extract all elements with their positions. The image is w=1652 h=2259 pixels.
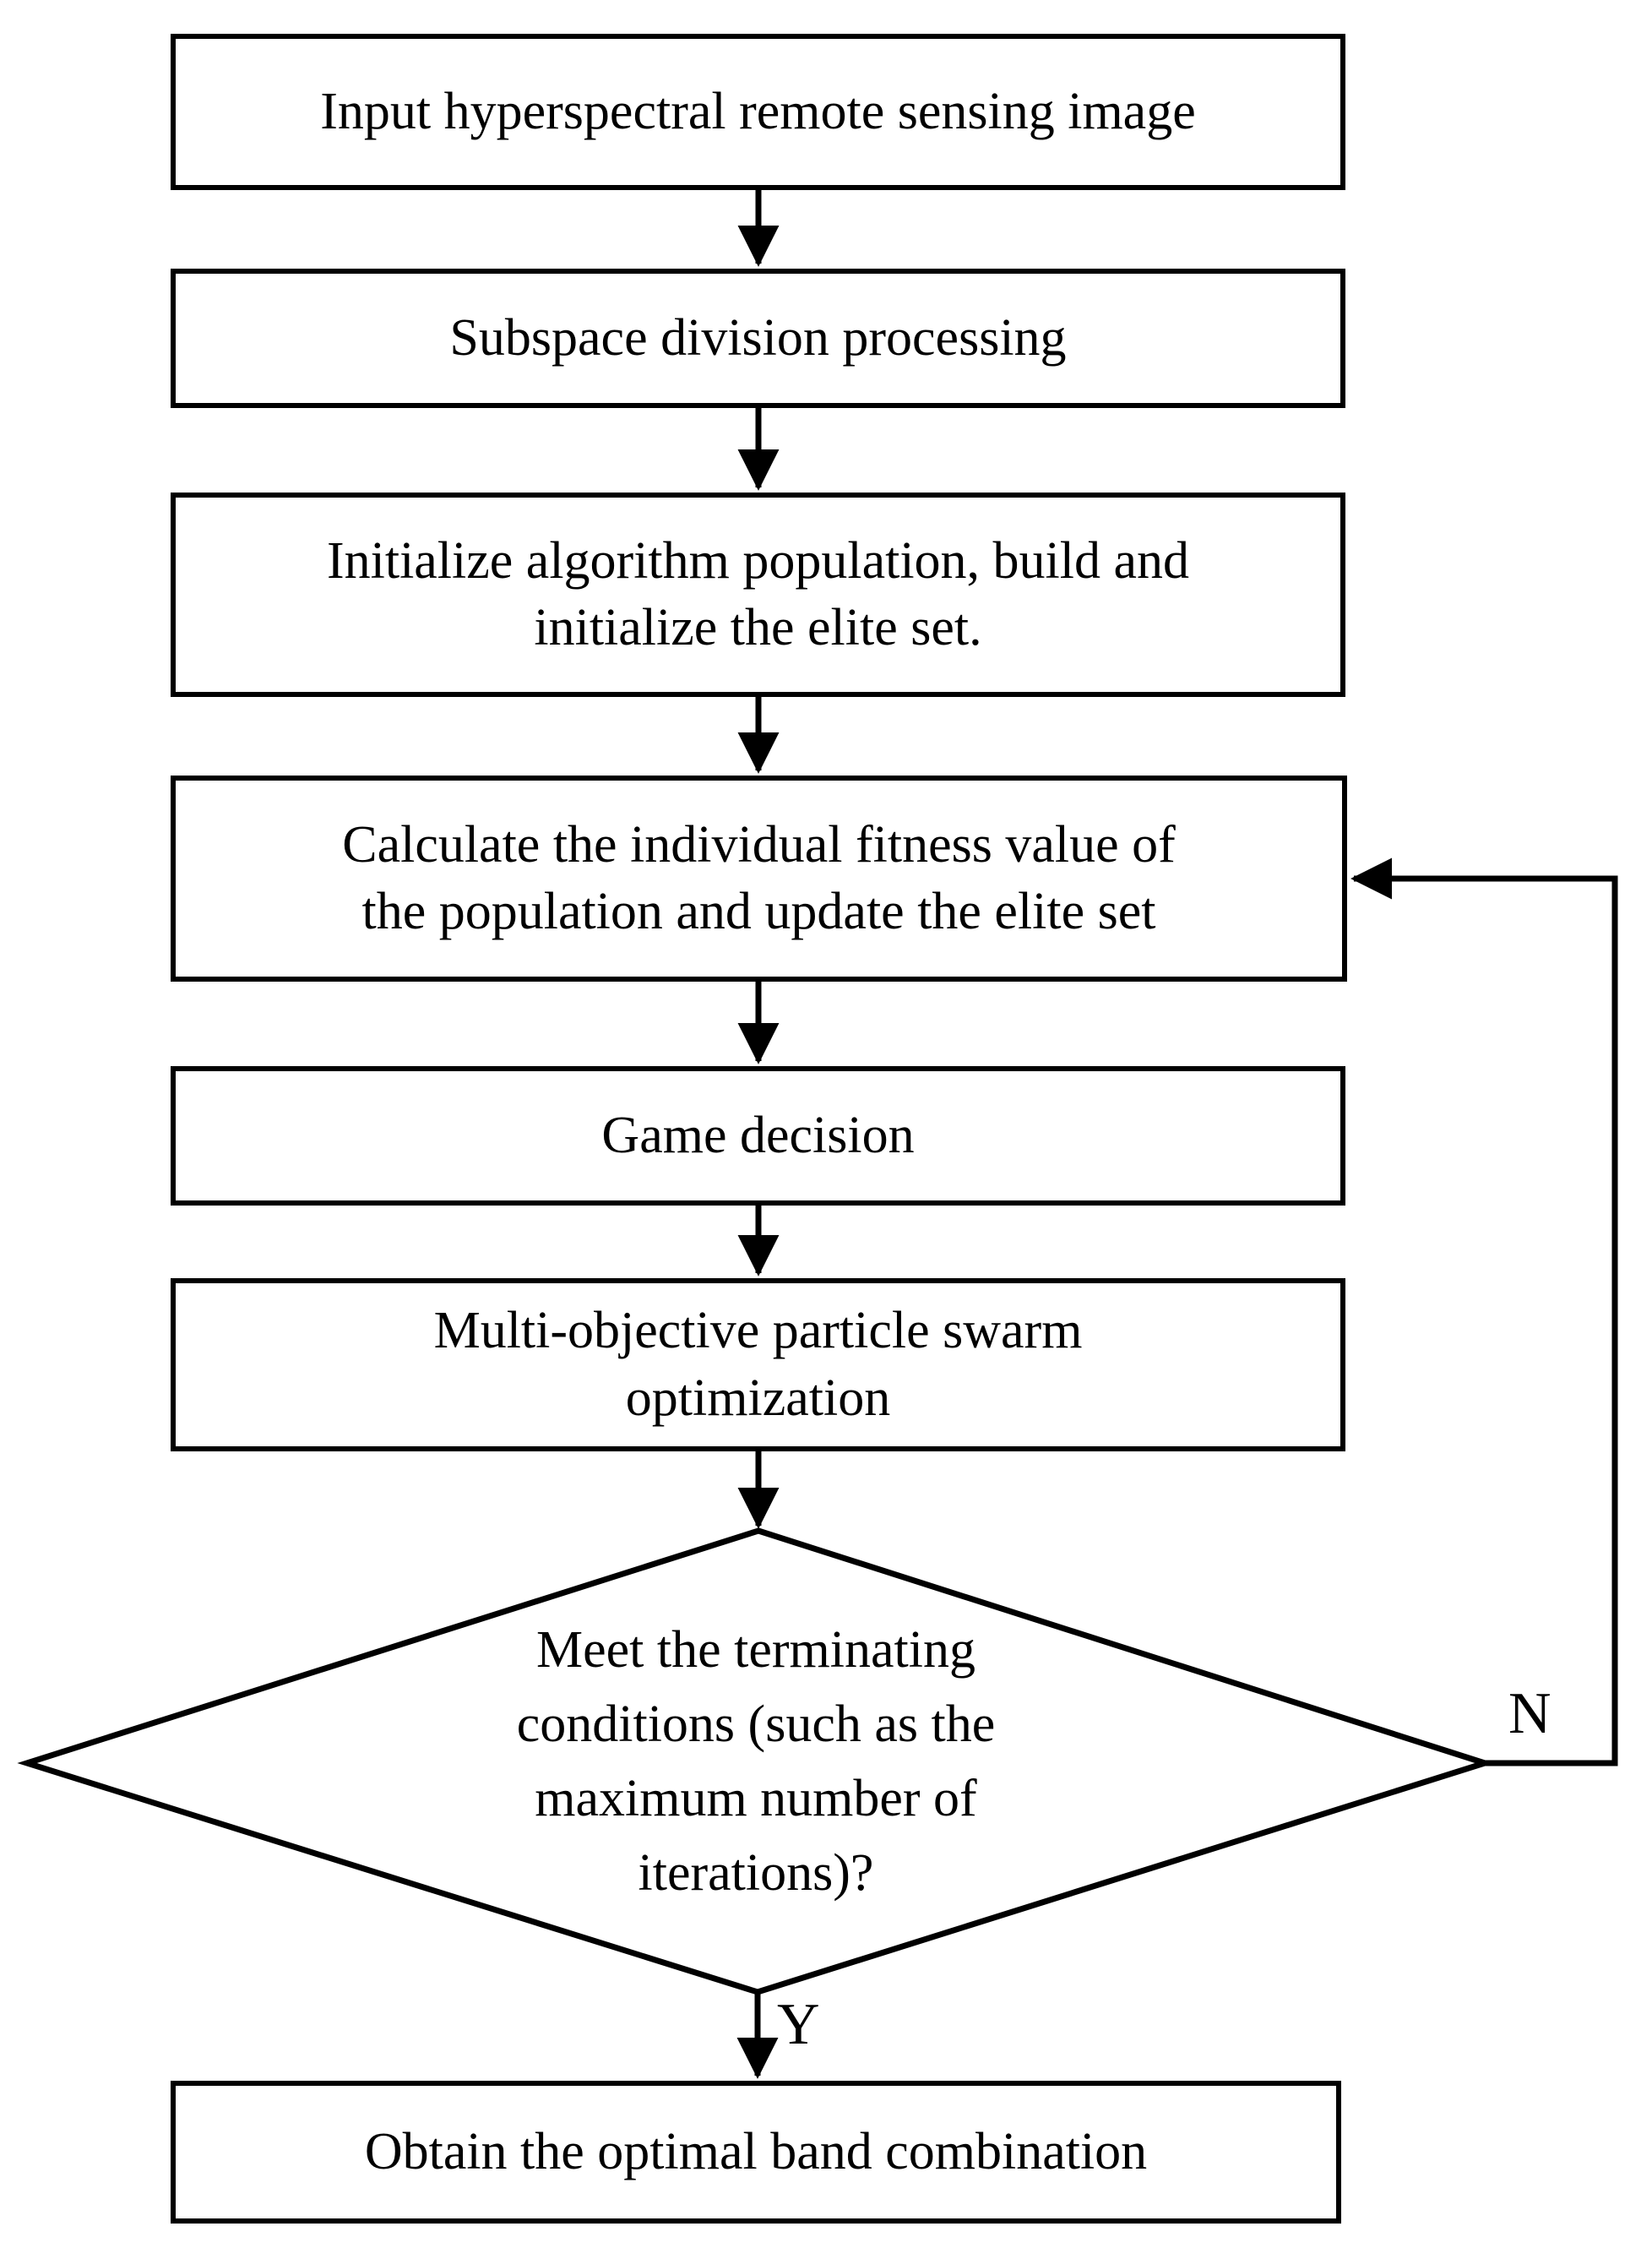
node-terminating-conditions-label: Meet the terminating conditions (such as… [516,1620,996,1902]
branch-label-yes: Y [777,1992,820,2057]
node-input-label: Input hyperspectral remote sensing image [320,82,1196,140]
node-game-label: Game decision [601,1106,915,1164]
node-initialize-label: Initialize algorithm population, build a… [326,531,1190,656]
node-initialize-population[interactable]: Initialize algorithm population, build a… [171,493,1345,697]
node-output-label: Obtain the optimal band combination [364,2122,1148,2180]
node-subspace-division[interactable]: Subspace division processing [171,269,1345,408]
branch-label-no: N [1508,1681,1551,1746]
node-subspace-label: Subspace division processing [449,308,1067,367]
node-mopso-label: Multi-objective particle swarm optimizat… [433,1302,1083,1427]
node-calculate-fitness[interactable]: Calculate the individual fitness value o… [171,776,1347,982]
node-game-decision[interactable]: Game decision [171,1066,1345,1206]
node-mopso[interactable]: Multi-objective particle swarm optimizat… [171,1278,1345,1451]
node-obtain-optimal-band-combination[interactable]: Obtain the optimal band combination [171,2081,1341,2224]
node-input-hyperspectral-image[interactable]: Input hyperspectral remote sensing image [171,34,1345,190]
node-terminating-conditions[interactable]: Meet the terminating conditions (such as… [17,1527,1495,1995]
node-fitness-label: Calculate the individual fitness value o… [342,815,1176,940]
